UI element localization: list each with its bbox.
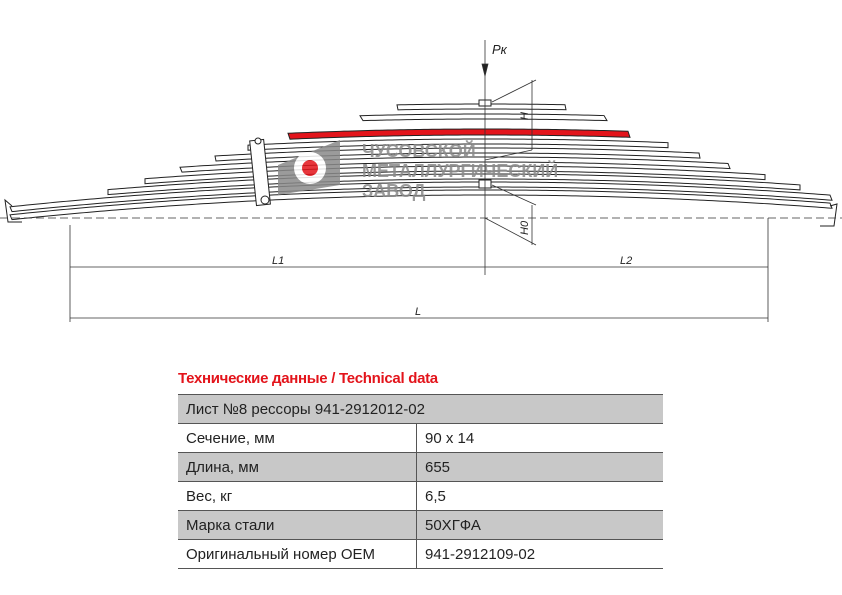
left-eye [4,198,22,223]
specs-table: Лист №8 рессоры 941-2912012-02 Сечение, … [178,394,663,569]
row-value: 941-2912109-02 [416,539,663,569]
spring-leaf [247,138,669,151]
right-eye [820,203,838,227]
row-label: Сечение, мм [178,423,417,453]
row-value: 50ХГФА [416,510,663,540]
row-value: 6,5 [416,481,663,511]
spring-leaf [396,103,567,111]
row-value: 655 [416,452,663,482]
height-label: H [519,112,531,120]
svg-text:МЕТАЛЛУРГИЧЕСКИЙ: МЕТАЛЛУРГИЧЕСКИЙ [362,160,558,181]
row-label: Марка стали [178,510,417,540]
load-label: Pк [492,42,508,57]
free-height-label: H0 [519,220,531,235]
row-label: Длина, мм [178,452,417,482]
company-logo: ЧУСОВСКОЙ МЕТАЛЛУРГИЧЕСКИЙ ЗАВОД [278,140,558,201]
spring-leaf [9,189,833,221]
specs-header: Лист №8 рессоры 941-2912012-02 [178,394,663,424]
svg-text:ЗАВОД: ЗАВОД [362,181,426,201]
l2-label: L2 [620,255,632,267]
l1-label: L1 [272,255,284,267]
spring-clamp [249,137,271,207]
svg-text:ЧУСОВСКОЙ: ЧУСОВСКОЙ [362,140,476,161]
spring-leaf [359,113,608,122]
leaf-spring-drawing: ЧУСОВСКОЙ МЕТАЛЛУРГИЧЕСКИЙ ЗАВОД Pк H H0… [0,40,842,322]
table-header-row: Лист №8 рессоры 941-2912012-02 [178,394,663,424]
row-value: 90 х 14 [416,423,663,453]
highlighted-leaf [287,128,631,140]
row-label: Вес, кг [178,481,417,511]
row-label: Оригинальный номер OEM [178,539,417,569]
specs-title: Технические данные / Technical data [178,370,438,387]
l-label: L [415,306,421,318]
